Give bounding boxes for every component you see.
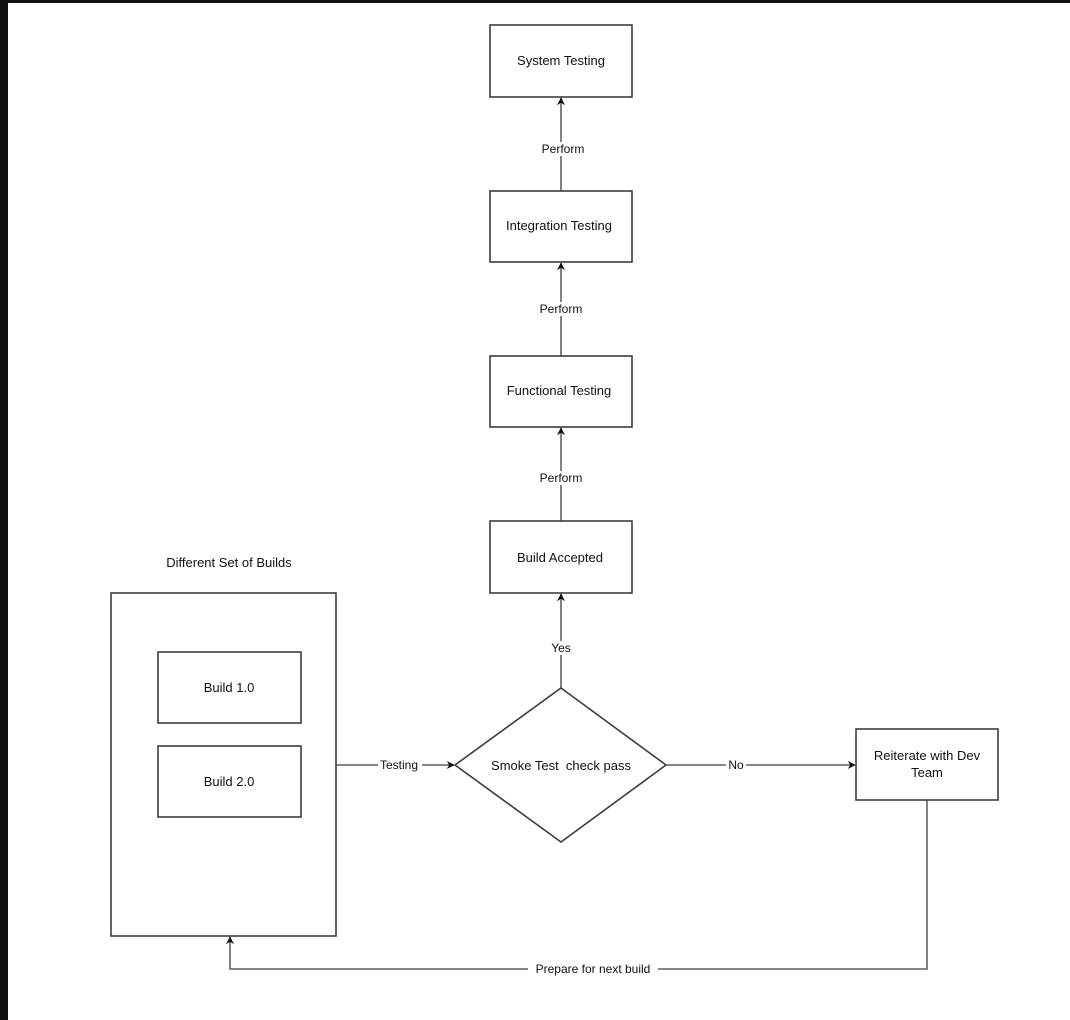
- build-2-node: [157, 745, 302, 818]
- perform-edge-2-label: Perform: [540, 302, 583, 316]
- build-1-label: Build 1.0: [204, 680, 255, 695]
- system-testing-label: System Testing: [517, 53, 605, 68]
- smoke-test-decision: [453, 687, 668, 843]
- functional-testing-label: Functional Testing: [507, 383, 612, 398]
- prepare-edge-label: Prepare for next build: [536, 962, 651, 976]
- system-testing-node: [489, 24, 633, 98]
- smoke-test-label: Smoke Test check pass: [491, 758, 631, 773]
- diagram-canvas: Different Set of Builds Build 1.0 Build …: [8, 3, 1070, 1020]
- yes-edge-label: Yes: [551, 641, 571, 655]
- build-accepted-node: [489, 520, 633, 594]
- integration-testing-label: Integration Testing: [506, 218, 612, 233]
- functional-testing-node: [489, 355, 633, 428]
- build-1-node: [157, 651, 302, 724]
- flowchart: Different Set of Builds Build 1.0 Build …: [110, 24, 999, 976]
- perform-edge-1-label: Perform: [540, 471, 583, 485]
- perform-edge-3-label: Perform: [542, 142, 585, 156]
- builds-group-title: Different Set of Builds: [166, 555, 292, 570]
- build-2-label: Build 2.0: [204, 774, 255, 789]
- no-edge-label: No: [728, 758, 744, 772]
- reiterate-label-line1: Reiterate with Dev: [874, 748, 981, 763]
- integration-testing-node: [489, 190, 633, 263]
- testing-edge-label: Testing: [380, 758, 418, 772]
- reiterate-label-line2: Team: [911, 765, 943, 780]
- build-accepted-label: Build Accepted: [517, 550, 603, 565]
